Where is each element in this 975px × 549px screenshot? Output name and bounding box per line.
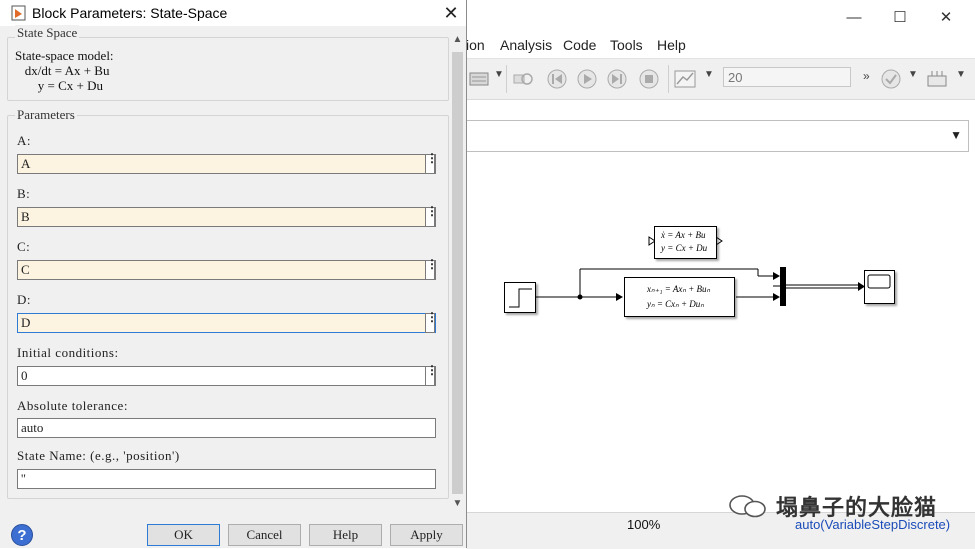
help-button[interactable]: Help xyxy=(309,524,382,546)
scope-icon xyxy=(867,274,891,289)
description-line: dx/dt = Ax + Bu xyxy=(15,63,110,78)
block-parameters-dialog: Block Parameters: State-Space ✕ State Sp… xyxy=(0,0,467,548)
block-diagram xyxy=(536,236,865,306)
state-space-continuous-block[interactable]: ẋ = Ax + Bu y = Cx + Du xyxy=(654,226,717,259)
menu-analysis[interactable]: Analysis xyxy=(500,37,553,53)
status-bar xyxy=(466,512,975,549)
stop-time-input[interactable]: 20 xyxy=(723,67,851,87)
param-b-input[interactable]: B xyxy=(17,207,436,227)
apply-button[interactable]: Apply xyxy=(390,524,463,546)
dialog-titlebar: Block Parameters: State-Space ✕ xyxy=(0,0,466,26)
simulink-titlebar: — ☐ ✕ xyxy=(466,0,975,34)
block-description-group xyxy=(7,37,449,101)
minimize-button[interactable]: — xyxy=(846,9,862,26)
close-icon[interactable]: ✕ xyxy=(443,3,459,23)
library-icon[interactable] xyxy=(468,68,490,90)
menu-simulation[interactable]: ion xyxy=(466,37,485,53)
ss-equation-line: y = Cx + Du xyxy=(661,243,708,253)
scroll-up-icon[interactable]: ▲ xyxy=(452,34,463,45)
more-options-icon[interactable]: ⋮ xyxy=(425,258,438,280)
simulink-menubar: ion Analysis Code Tools Help xyxy=(466,34,975,58)
watermark-text: 塌鼻子的大脸猫 xyxy=(776,495,938,520)
toolbar-separator xyxy=(506,65,507,93)
build-icon[interactable] xyxy=(926,68,948,90)
more-options-icon[interactable]: ⋮ xyxy=(425,152,438,174)
model-canvas[interactable]: ẋ = Ax + Bu y = Cx + Du xₙ₊₁ = Axₙ + Buₙ… xyxy=(466,152,969,510)
state-name-input[interactable]: '' xyxy=(17,469,436,489)
parameters-label: Parameters xyxy=(15,107,77,123)
step-icon xyxy=(509,288,532,308)
wechat-icon xyxy=(729,495,766,518)
close-window-button[interactable]: ✕ xyxy=(939,9,953,26)
state-space-discrete-block[interactable]: xₙ₊₁ = Axₙ + Buₙ yₙ = Cxₙ + Duₙ xyxy=(624,277,735,317)
param-a-input[interactable]: A xyxy=(17,154,436,174)
more-options-icon[interactable]: ⋮ xyxy=(425,311,438,333)
simulink-toolbar: ▼ ▼ » ▼ ▼ xyxy=(466,58,975,100)
param-d-label: D: xyxy=(17,292,31,307)
scroll-down-icon[interactable]: ▼ xyxy=(452,498,463,509)
dialog-title: Block Parameters: State-Space xyxy=(32,5,228,21)
param-c-input[interactable]: C xyxy=(17,260,436,280)
step-back-config-icon[interactable] xyxy=(512,68,534,90)
toolbar-separator xyxy=(668,65,669,93)
stop-icon[interactable] xyxy=(638,68,660,90)
simulink-block-icon xyxy=(11,5,26,21)
menu-help[interactable]: Help xyxy=(657,37,686,53)
param-b-label: B: xyxy=(17,186,31,201)
more-icon[interactable]: » xyxy=(863,69,870,83)
absolute-tolerance-label: Absolute tolerance: xyxy=(17,398,128,413)
description-line: y = Cx + Du xyxy=(15,78,103,93)
more-options-icon[interactable]: ⋮ xyxy=(425,364,438,386)
mux-block[interactable] xyxy=(780,267,786,306)
run-icon[interactable] xyxy=(576,68,598,90)
maximize-button[interactable]: ☐ xyxy=(893,9,907,26)
cancel-button[interactable]: Cancel xyxy=(228,524,301,546)
zoom-level: 100% xyxy=(627,517,661,532)
scrollbar-thumb[interactable] xyxy=(452,52,463,494)
help-icon[interactable]: ? xyxy=(11,524,33,546)
chevron-down-icon[interactable]: ▼ xyxy=(908,69,918,80)
step-forward-icon[interactable] xyxy=(606,68,628,90)
chevron-down-icon[interactable]: ▼ xyxy=(704,69,714,80)
chevron-down-icon[interactable]: ▼ xyxy=(956,69,966,80)
model-address-bar[interactable]: ▼ xyxy=(466,120,969,152)
ss-equation-line: yₙ = Cxₙ + Duₙ xyxy=(647,299,704,309)
initial-conditions-input[interactable]: 0 xyxy=(17,366,436,386)
description-line: State-space model: xyxy=(15,48,114,63)
step-back-icon[interactable] xyxy=(546,68,568,90)
ok-button[interactable]: OK xyxy=(147,524,220,546)
param-c-label: C: xyxy=(17,239,31,254)
solver-link[interactable]: auto(VariableStepDiscrete) xyxy=(795,517,951,532)
chevron-down-icon[interactable]: ▼ xyxy=(950,128,962,142)
param-d-input[interactable]: D xyxy=(17,313,436,333)
ss-equation-line: ẋ = Ax + Bu xyxy=(661,230,706,240)
absolute-tolerance-input[interactable]: auto xyxy=(17,418,436,438)
block-type-label: State Space xyxy=(15,25,80,41)
more-options-icon[interactable]: ⋮ xyxy=(425,205,438,227)
initial-conditions-label: Initial conditions: xyxy=(17,345,119,360)
record-signal-icon[interactable] xyxy=(674,68,696,90)
menu-tools[interactable]: Tools xyxy=(610,37,643,53)
chevron-down-icon[interactable]: ▼ xyxy=(494,69,504,80)
model-advisor-icon[interactable] xyxy=(880,68,902,90)
parameters-group xyxy=(7,115,449,499)
scope-block[interactable] xyxy=(864,270,895,304)
menu-code[interactable]: Code xyxy=(563,37,597,53)
step-block[interactable] xyxy=(504,282,536,313)
state-name-label: State Name: (e.g., 'position') xyxy=(17,448,180,463)
ss-equation-line: xₙ₊₁ = Axₙ + Buₙ xyxy=(647,284,711,294)
param-a-label: A: xyxy=(17,133,31,148)
